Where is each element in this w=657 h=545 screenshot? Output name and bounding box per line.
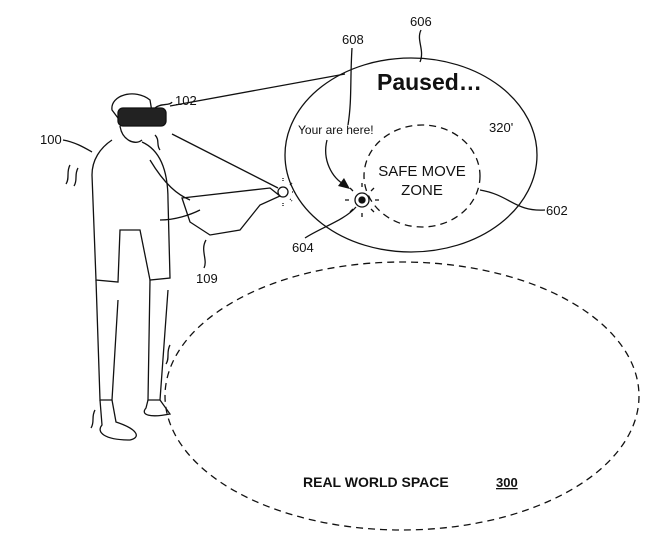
- safe-move-zone: [363, 124, 481, 228]
- safe-zone-text-2: ZONE: [401, 182, 443, 199]
- user-figure: [65, 93, 295, 441]
- controller-light-icon: [277, 186, 289, 198]
- arrow-head: [338, 178, 350, 189]
- ref-102: 102: [175, 93, 197, 108]
- controller-sight-line: [171, 133, 279, 189]
- controller-icon: [181, 187, 282, 236]
- user-marker-icon: [345, 183, 379, 217]
- ref-608: 608: [342, 32, 364, 47]
- paused-text: Paused…: [377, 69, 482, 95]
- ref-606: 606: [410, 14, 432, 29]
- real-world-ref: 300: [496, 475, 518, 490]
- real-world-label: REAL WORLD SPACE: [303, 474, 449, 490]
- ref-602: 602: [546, 203, 568, 218]
- distance-text: 320': [489, 120, 513, 135]
- ref-604: 604: [292, 240, 314, 255]
- arrow-icon: [325, 139, 346, 186]
- view-projection-line: [169, 73, 346, 107]
- ref-109: 109: [196, 271, 218, 286]
- real-world-space-boundary: [164, 261, 640, 531]
- you-are-here-text: Your are here!: [298, 123, 374, 137]
- ref-100: 100: [40, 132, 62, 147]
- hmd-view-606: [284, 57, 538, 253]
- safe-zone-text-1: SAFE MOVE: [378, 163, 466, 180]
